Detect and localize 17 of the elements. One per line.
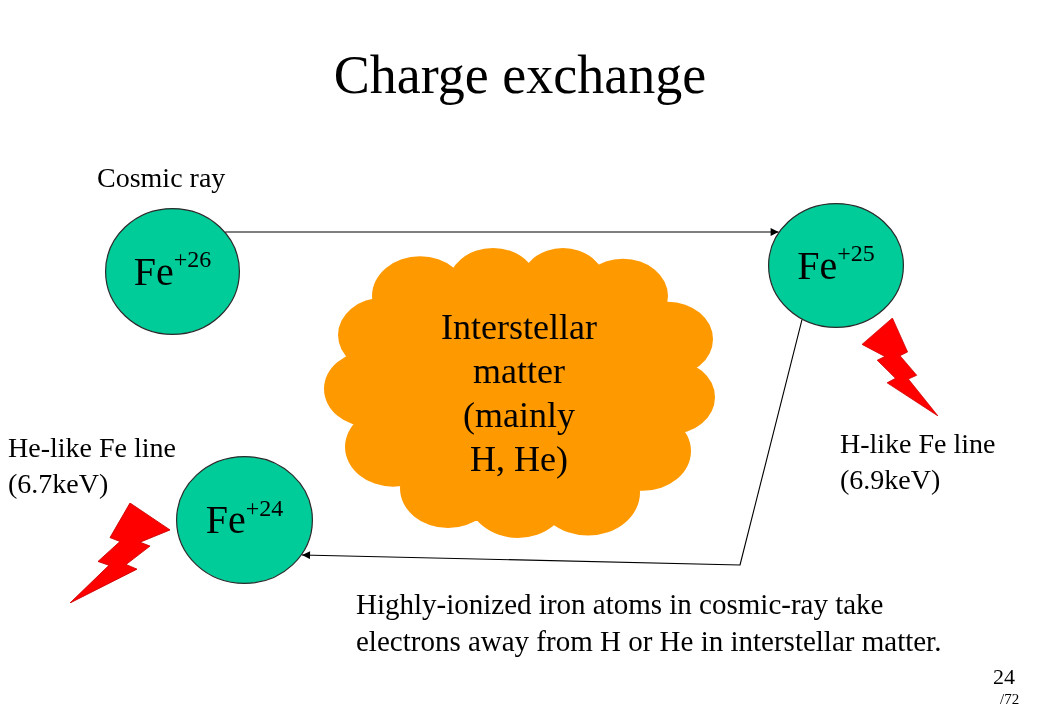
annotation-text: He-like Fe line (6.7keV) [8,431,177,501]
slide-title: Charge exchange [333,44,707,107]
cloud-shape [323,248,715,538]
ion-circle [768,203,904,328]
ion-label: Fe$^{+24}$ [205,496,284,544]
arrow [301,319,803,566]
page-total: /72 [1000,690,1020,708]
note-text: Highly-ionized iron atoms in cosmic-ray take electrons away from H or He in interstellar matter. [356,587,943,659]
ion-circle [105,208,240,335]
page-number: 24 [993,664,1015,690]
ion-circle [176,456,313,584]
arrow [224,228,780,236]
ion-label: Fe$^{+26}$ [133,247,212,296]
ion-label: Fe$^{+25}$ [797,241,875,290]
annotation-text: Cosmic ray [97,161,227,195]
annotation-text: H-like Fe line (6.9keV) [840,427,997,497]
cloud-label: Interstellar matter (mainly H, He) [440,306,598,481]
